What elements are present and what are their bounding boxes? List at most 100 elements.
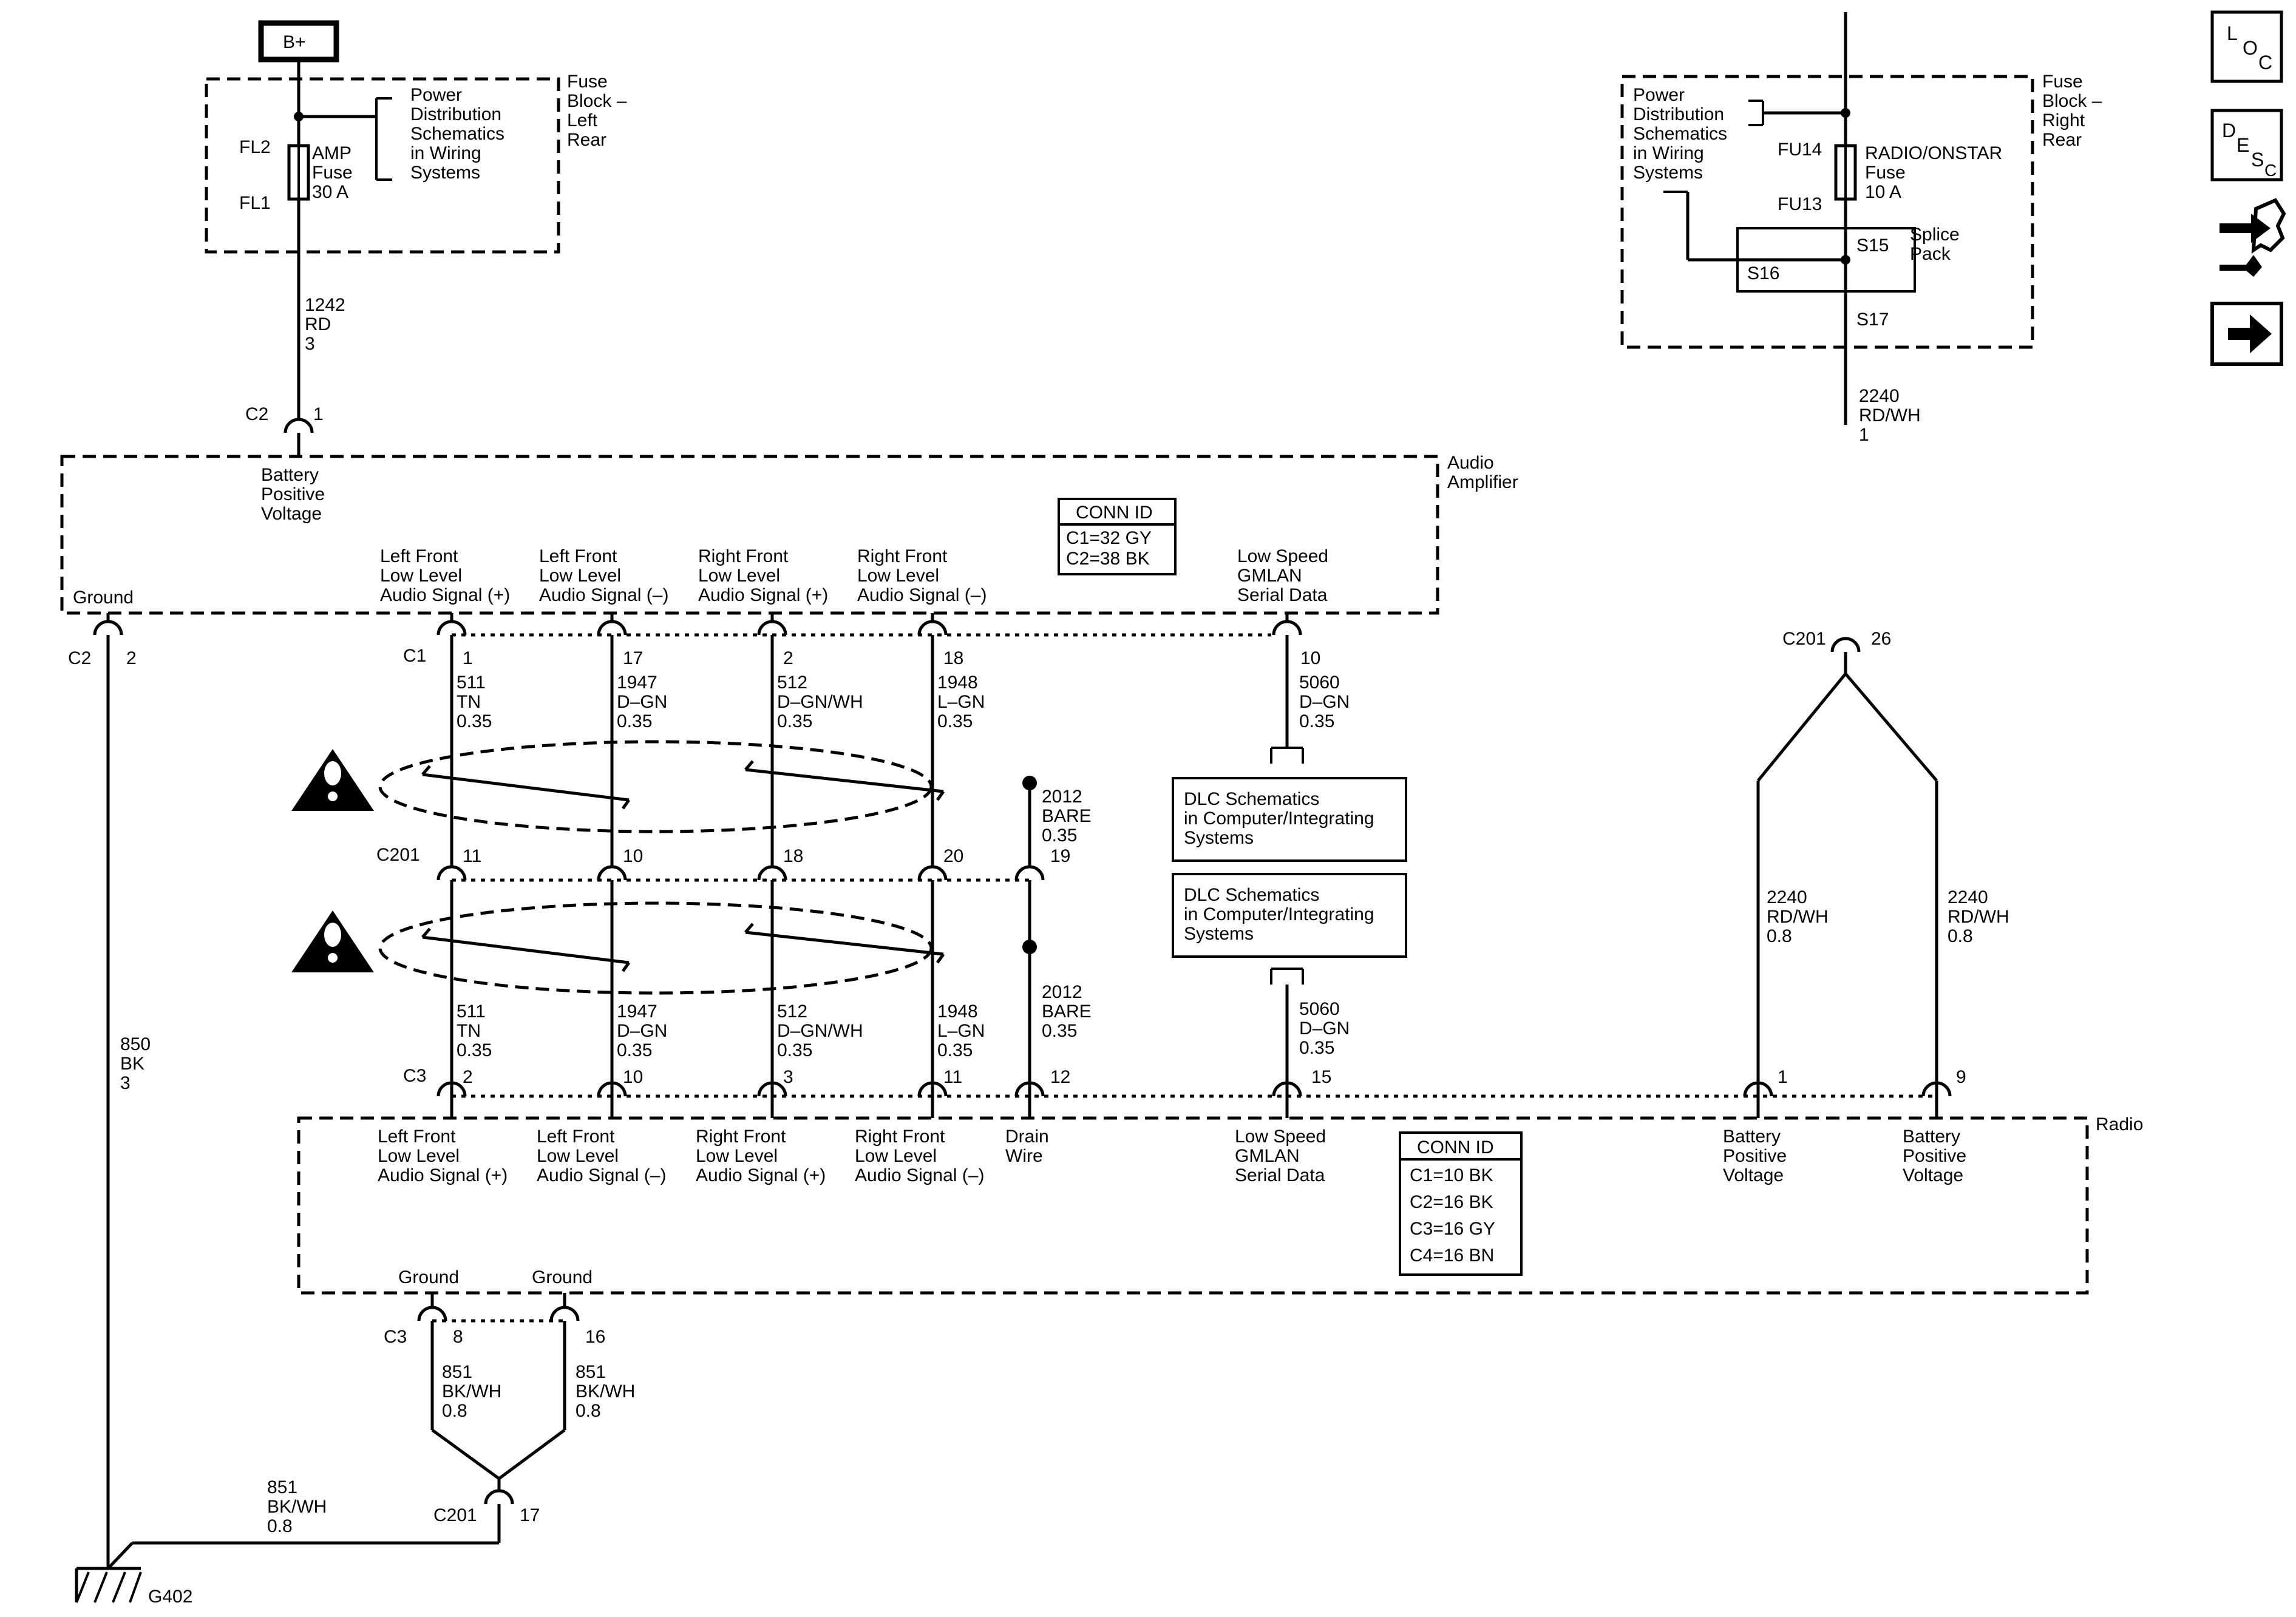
amp-pin-gmlan: Low Speed <box>1237 546 1328 566</box>
svg-text:in Wiring: in Wiring <box>1633 143 1704 163</box>
svg-text:18: 18 <box>943 648 963 668</box>
svg-text:17: 17 <box>623 648 643 668</box>
svg-text:0.35: 0.35 <box>937 1040 973 1060</box>
svg-text:Low Level: Low Level <box>857 566 939 586</box>
wire-2240-right-label: 2240 <box>1948 887 1988 907</box>
audio-amplifier-outline <box>60 455 1439 615</box>
svg-text:26: 26 <box>1871 629 1891 649</box>
svg-text:in Wiring: in Wiring <box>410 143 481 163</box>
svg-text:Right: Right <box>2042 110 2085 131</box>
svg-text:Low Level: Low Level <box>378 1146 460 1166</box>
splice-pack-box <box>1736 227 1916 293</box>
twisted-pair-upper-left <box>422 773 630 802</box>
svg-text:L–GN: L–GN <box>937 692 985 712</box>
svg-text:Rear: Rear <box>567 130 606 150</box>
amplifier-conn-id-box: CONN ID C1=32 GY C2=38 BK <box>1058 498 1177 575</box>
svg-text:0.35: 0.35 <box>1299 1038 1334 1058</box>
svg-text:C3=16 GY: C3=16 GY <box>1410 1219 1495 1239</box>
wire-2012-upper-label: 2012 <box>1042 787 1082 807</box>
svg-text:S: S <box>2251 149 2264 171</box>
radio-pin-battery-9: Battery <box>1903 1127 1960 1147</box>
splice-s15: S15 <box>1856 236 1889 256</box>
fuse-terminal-fu14: FU14 <box>1778 140 1822 160</box>
drain-splice-lower <box>1022 940 1037 954</box>
next-arrow-icon[interactable] <box>2210 302 2283 366</box>
power-distribution-reference-right: Power <box>1633 85 1685 105</box>
svg-text:Audio Signal (+): Audio Signal (+) <box>696 1165 826 1185</box>
svg-text:2: 2 <box>126 648 137 668</box>
c1-pin-18 <box>917 620 948 636</box>
radio-pin-lf-minus: Left Front <box>537 1127 615 1147</box>
wire-851-right-label: 851 <box>576 1362 606 1382</box>
svg-text:30 A: 30 A <box>312 182 348 202</box>
svg-text:C4=16 BN: C4=16 BN <box>1410 1246 1494 1266</box>
splice-s16: S16 <box>1747 263 1779 283</box>
ground-icon: G402 <box>75 1567 192 1607</box>
svg-text:BARE: BARE <box>1042 1002 1092 1022</box>
svg-text:19: 19 <box>1050 846 1070 866</box>
svg-text:Positive: Positive <box>261 484 325 504</box>
svg-text:Schematics: Schematics <box>1633 124 1727 144</box>
connector-c1-label: C1 <box>403 646 426 666</box>
svg-text:Fuse: Fuse <box>312 163 353 183</box>
connector-c2-ground: C2 2 850 BK 3 <box>68 613 151 1568</box>
svg-text:Audio Signal (+): Audio Signal (+) <box>698 585 828 605</box>
amplifier-pin-labels: Left Front Low Level Audio Signal (+) Le… <box>380 546 1328 605</box>
svg-text:BK/WH: BK/WH <box>267 1497 327 1517</box>
svg-text:C2=38 BK: C2=38 BK <box>1066 549 1150 569</box>
radio: Radio Left Front Low Level Audio Signal … <box>297 1114 2143 1295</box>
twisted-pair-upper-right <box>745 768 944 793</box>
amp-pin-lf-minus: Left Front <box>539 546 617 566</box>
connector-wrench-icon[interactable] <box>2220 198 2286 277</box>
svg-text:E: E <box>2237 134 2249 156</box>
svg-text:0.35: 0.35 <box>777 1040 812 1060</box>
svg-text:C1=10 BK: C1=10 BK <box>1410 1165 1493 1185</box>
svg-text:BK/WH: BK/WH <box>442 1381 501 1402</box>
svg-text:TN: TN <box>457 1021 481 1041</box>
svg-text:10: 10 <box>623 846 643 866</box>
svg-text:16: 16 <box>585 1327 605 1347</box>
svg-text:GMLAN: GMLAN <box>1237 566 1302 586</box>
svg-text:0.35: 0.35 <box>1042 825 1077 846</box>
wire-850-label: 850 <box>120 1034 151 1054</box>
audio-amplifier-label: Audio <box>1447 453 1494 473</box>
svg-text:Audio Signal (–): Audio Signal (–) <box>537 1165 666 1185</box>
svg-text:3: 3 <box>120 1073 131 1093</box>
radio-label: Radio <box>2096 1114 2143 1134</box>
battery-positive-label: B+ <box>283 32 306 52</box>
radio-pin-rf-minus: Right Front <box>855 1127 945 1147</box>
svg-text:TN: TN <box>457 692 481 712</box>
svg-text:1: 1 <box>1778 1067 1788 1087</box>
svg-text:D–GN: D–GN <box>617 692 667 712</box>
dlc-references: DLC Schematics in Computer/Integrating S… <box>1172 747 1407 1096</box>
svg-text:2: 2 <box>463 1067 473 1087</box>
svg-text:Wire: Wire <box>1005 1146 1043 1166</box>
svg-text:0.8: 0.8 <box>1767 926 1792 946</box>
wire-2240-top-label: 2240 <box>1859 386 1900 406</box>
wire-2240-left-label: 2240 <box>1767 887 1807 907</box>
c1-pin-17 <box>597 620 627 636</box>
nav-desc-icon[interactable]: D E S C <box>2210 109 2283 181</box>
svg-text:Block –: Block – <box>567 91 627 111</box>
svg-text:C2: C2 <box>245 404 268 424</box>
svg-text:L: L <box>2227 22 2238 44</box>
svg-text:D–GN/WH: D–GN/WH <box>777 692 863 712</box>
amp-fuse-label: AMP <box>312 143 352 163</box>
svg-text:Positive: Positive <box>1903 1146 1966 1166</box>
svg-text:11: 11 <box>943 1067 962 1087</box>
svg-text:Voltage: Voltage <box>1903 1165 1963 1185</box>
svg-text:Fuse: Fuse <box>1865 163 1906 183</box>
svg-text:Low Level: Low Level <box>698 566 780 586</box>
radio-ground-wires: C3 8 16 851 BK/WH 0.8 851 BK/WH 0.8 C201… <box>107 1293 635 1570</box>
svg-text:DLC Schematics: DLC Schematics <box>1184 789 1319 809</box>
svg-text:L–GN: L–GN <box>937 1021 985 1041</box>
svg-text:Low Level: Low Level <box>380 566 462 586</box>
wire-1242-label: 1242 <box>305 295 345 315</box>
svg-text:12: 12 <box>1050 1067 1070 1087</box>
caution-icon <box>291 910 374 972</box>
svg-text:0.35: 0.35 <box>1299 711 1334 731</box>
svg-text:9: 9 <box>1956 1067 1966 1087</box>
nav-loc-icon[interactable]: L O C <box>2210 10 2283 83</box>
svg-text:Schematics: Schematics <box>410 124 504 144</box>
svg-text:D–GN: D–GN <box>1299 692 1350 712</box>
